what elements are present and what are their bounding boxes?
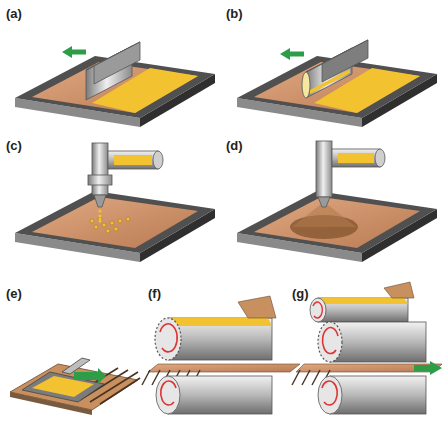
rotation-arrow [322,381,337,405]
blade-coating [15,42,215,127]
anilox-roller [318,298,408,322]
rotation-arrow [160,324,177,352]
impression-roller [330,376,426,414]
roller-end [318,376,342,414]
panel-label: (f) [148,286,161,301]
arrow [62,46,86,58]
ink-reservoir [108,151,158,169]
feed-port [302,72,310,98]
rotation-arrow [323,328,338,354]
impression-roller [168,376,272,414]
rotation-arrow [161,381,176,405]
gravure-roller [168,318,272,360]
plate-roller [330,322,426,362]
doctor-blade [384,282,414,298]
die-slot [310,69,350,94]
blade-back [94,42,140,84]
inkjet-printing [15,143,215,262]
web [148,364,300,372]
stage [15,191,215,262]
roller-end [156,376,180,414]
gravure-printing [142,296,300,414]
ink [114,155,152,165]
panel-label: (b) [226,6,243,21]
spray-coating [237,141,437,262]
head-collar [88,175,112,185]
panel-label: (a) [6,6,22,21]
panel-label: (c) [6,138,22,153]
screen-printing [10,358,140,415]
squeegee [62,358,90,374]
nozzle [94,195,106,207]
doctor-blade [238,296,276,318]
ink-layer [318,298,408,304]
direction-arrow [414,361,442,375]
spray-gun [316,141,332,197]
reservoir-end [375,149,385,167]
roller-end [155,318,181,360]
spray-nozzle [318,197,330,207]
stage [237,191,437,262]
printed-dots [90,217,130,233]
panel-label: (d) [226,138,243,153]
print-head [92,143,108,195]
spray-cone [292,205,356,227]
panel-label: (e) [6,286,22,301]
reservoir-end [153,151,163,169]
ink-reservoir [332,149,380,167]
die-back [322,40,368,82]
droplets [98,209,101,222]
direction-arrow [74,368,106,384]
panel-label: (g) [292,286,309,301]
arrow [280,48,304,60]
flexographic-printing [292,282,442,414]
slot-die-coating [237,40,437,127]
roller-end [310,298,326,322]
ink-layer [168,318,272,326]
rotation-arrow [313,302,322,318]
ink [338,153,374,163]
roller-end [318,322,342,362]
